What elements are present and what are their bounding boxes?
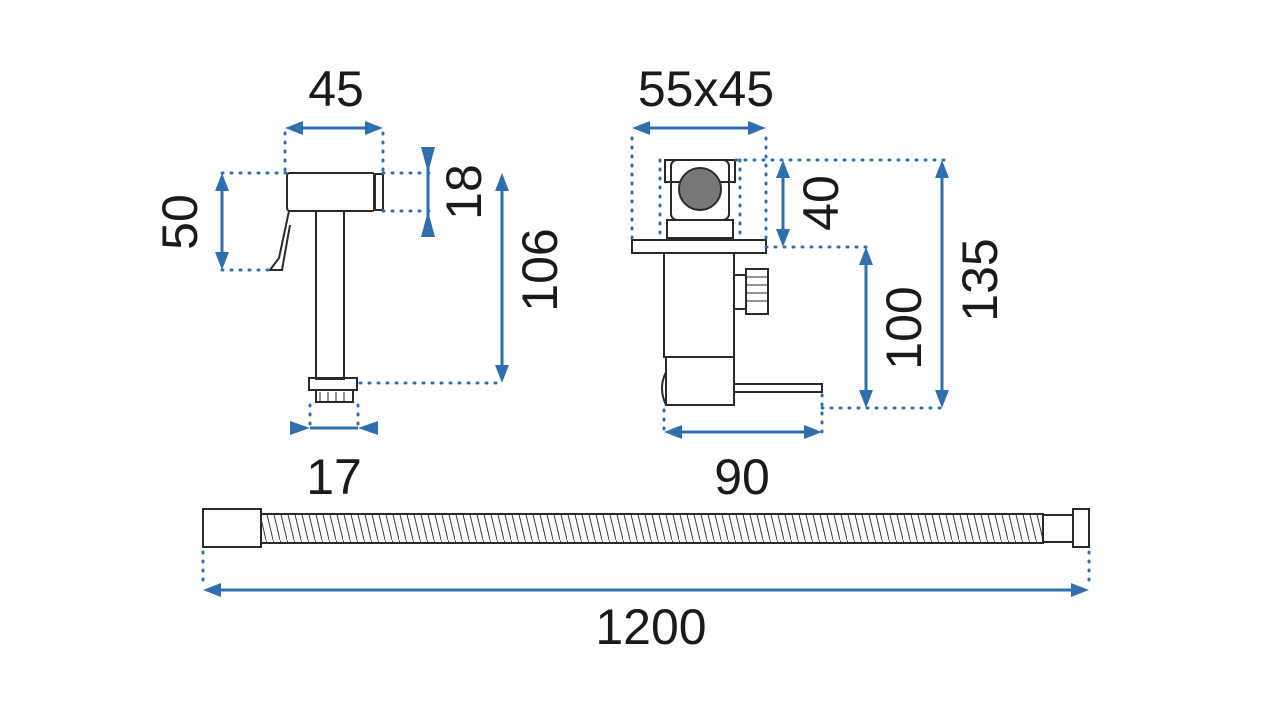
label-55x45: 55x45: [638, 61, 774, 117]
label-100: 100: [876, 286, 932, 369]
label-135: 135: [952, 238, 1008, 321]
hand-shower-drawing: [268, 172, 384, 403]
dimension-17: 17: [290, 421, 378, 505]
dimension-106: 106: [495, 173, 568, 383]
label-40: 40: [793, 175, 849, 231]
label-1200: 1200: [595, 599, 706, 655]
dimension-18: 18: [421, 147, 492, 237]
dimension-135: 135: [935, 160, 1008, 408]
valve-drawing: [631, 159, 823, 406]
dimension-55x45: 55x45: [632, 61, 774, 135]
dimension-50: 50: [152, 173, 229, 270]
dimension-40: 40: [776, 160, 849, 247]
dimension-90: 90: [664, 425, 822, 505]
label-106: 106: [512, 228, 568, 311]
label-45: 45: [308, 61, 364, 117]
label-17: 17: [306, 449, 362, 505]
hose-drawing: [202, 508, 1090, 548]
label-50: 50: [152, 194, 208, 250]
dimension-45: 45: [285, 61, 383, 135]
dimension-100: 100: [859, 247, 932, 408]
label-18: 18: [436, 164, 492, 220]
label-90: 90: [714, 449, 770, 505]
dimension-1200: 1200: [201, 550, 1091, 655]
handset-extension-lines: [220, 131, 504, 430]
